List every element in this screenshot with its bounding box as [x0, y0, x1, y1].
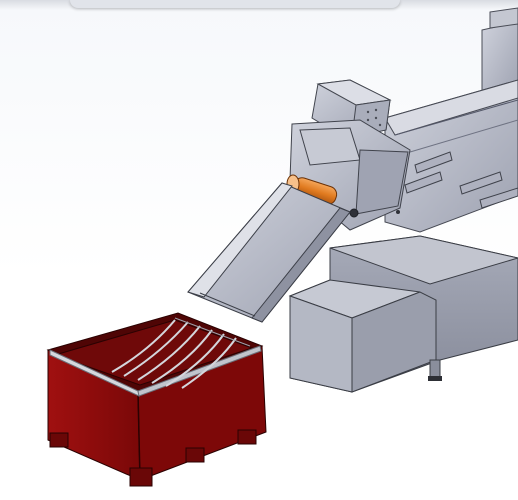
upper-tank[interactable]	[481, 7, 518, 97]
red-collection-bin[interactable]	[46, 312, 267, 487]
inclined-chute[interactable]	[187, 182, 351, 323]
motor-housing[interactable]	[311, 79, 392, 139]
base-hopper[interactable]	[288, 235, 518, 393]
heads-up-toolbar-edge[interactable]	[70, 0, 400, 8]
